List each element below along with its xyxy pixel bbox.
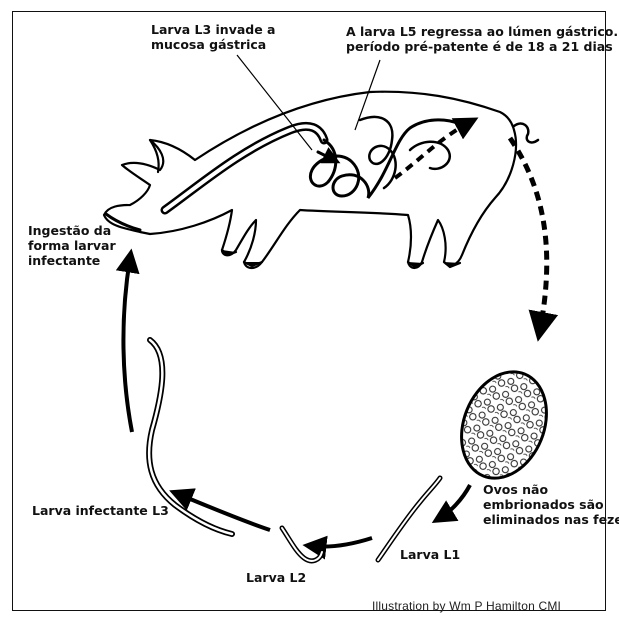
l3-to-ingestion-arrow	[123, 258, 132, 432]
label-ingestion-line3: infectante	[28, 253, 116, 268]
faeces-dashed-arrow	[510, 138, 547, 330]
label-l5-return-line1: A larva L5 regressa ao lúmen gástrico. O	[346, 24, 619, 39]
egg-drawing	[446, 359, 561, 491]
label-l3-invade: Larva L3 invade a mucosa gástrica	[151, 22, 276, 52]
egg-to-l1-arrow	[440, 485, 470, 518]
label-l5-return-line2: período pré-patente é de 18 a 21 dias	[346, 39, 619, 54]
label-larva-l2: Larva L2	[246, 570, 306, 585]
label-eggs: Ovos não embrionados são eliminados nas …	[483, 482, 619, 527]
label-eggs-line2: embrionados são	[483, 497, 619, 512]
label-larva-l1: Larva L1	[400, 547, 460, 562]
l1-to-l2-arrow	[312, 538, 372, 547]
label-ingestion: Ingestão da forma larvar infectante	[28, 223, 116, 268]
label-larva-l3: Larva infectante L3	[32, 503, 169, 518]
label-eggs-line3: eliminados nas fezes	[483, 512, 619, 527]
label-l5-return: A larva L5 regressa ao lúmen gástrico. O…	[346, 24, 619, 54]
label-ingestion-line1: Ingestão da	[28, 223, 116, 238]
l2-to-l3-arrow	[178, 494, 270, 530]
label-l3-invade-line1: Larva L3 invade a	[151, 22, 276, 37]
illustration-credit: Illustration by Wm P Hamilton CMI	[372, 599, 561, 613]
label-eggs-line1: Ovos não	[483, 482, 619, 497]
label-ingestion-line2: forma larvar	[28, 238, 116, 253]
label-l3-invade-line2: mucosa gástrica	[151, 37, 276, 52]
pig-drawing	[104, 92, 538, 268]
